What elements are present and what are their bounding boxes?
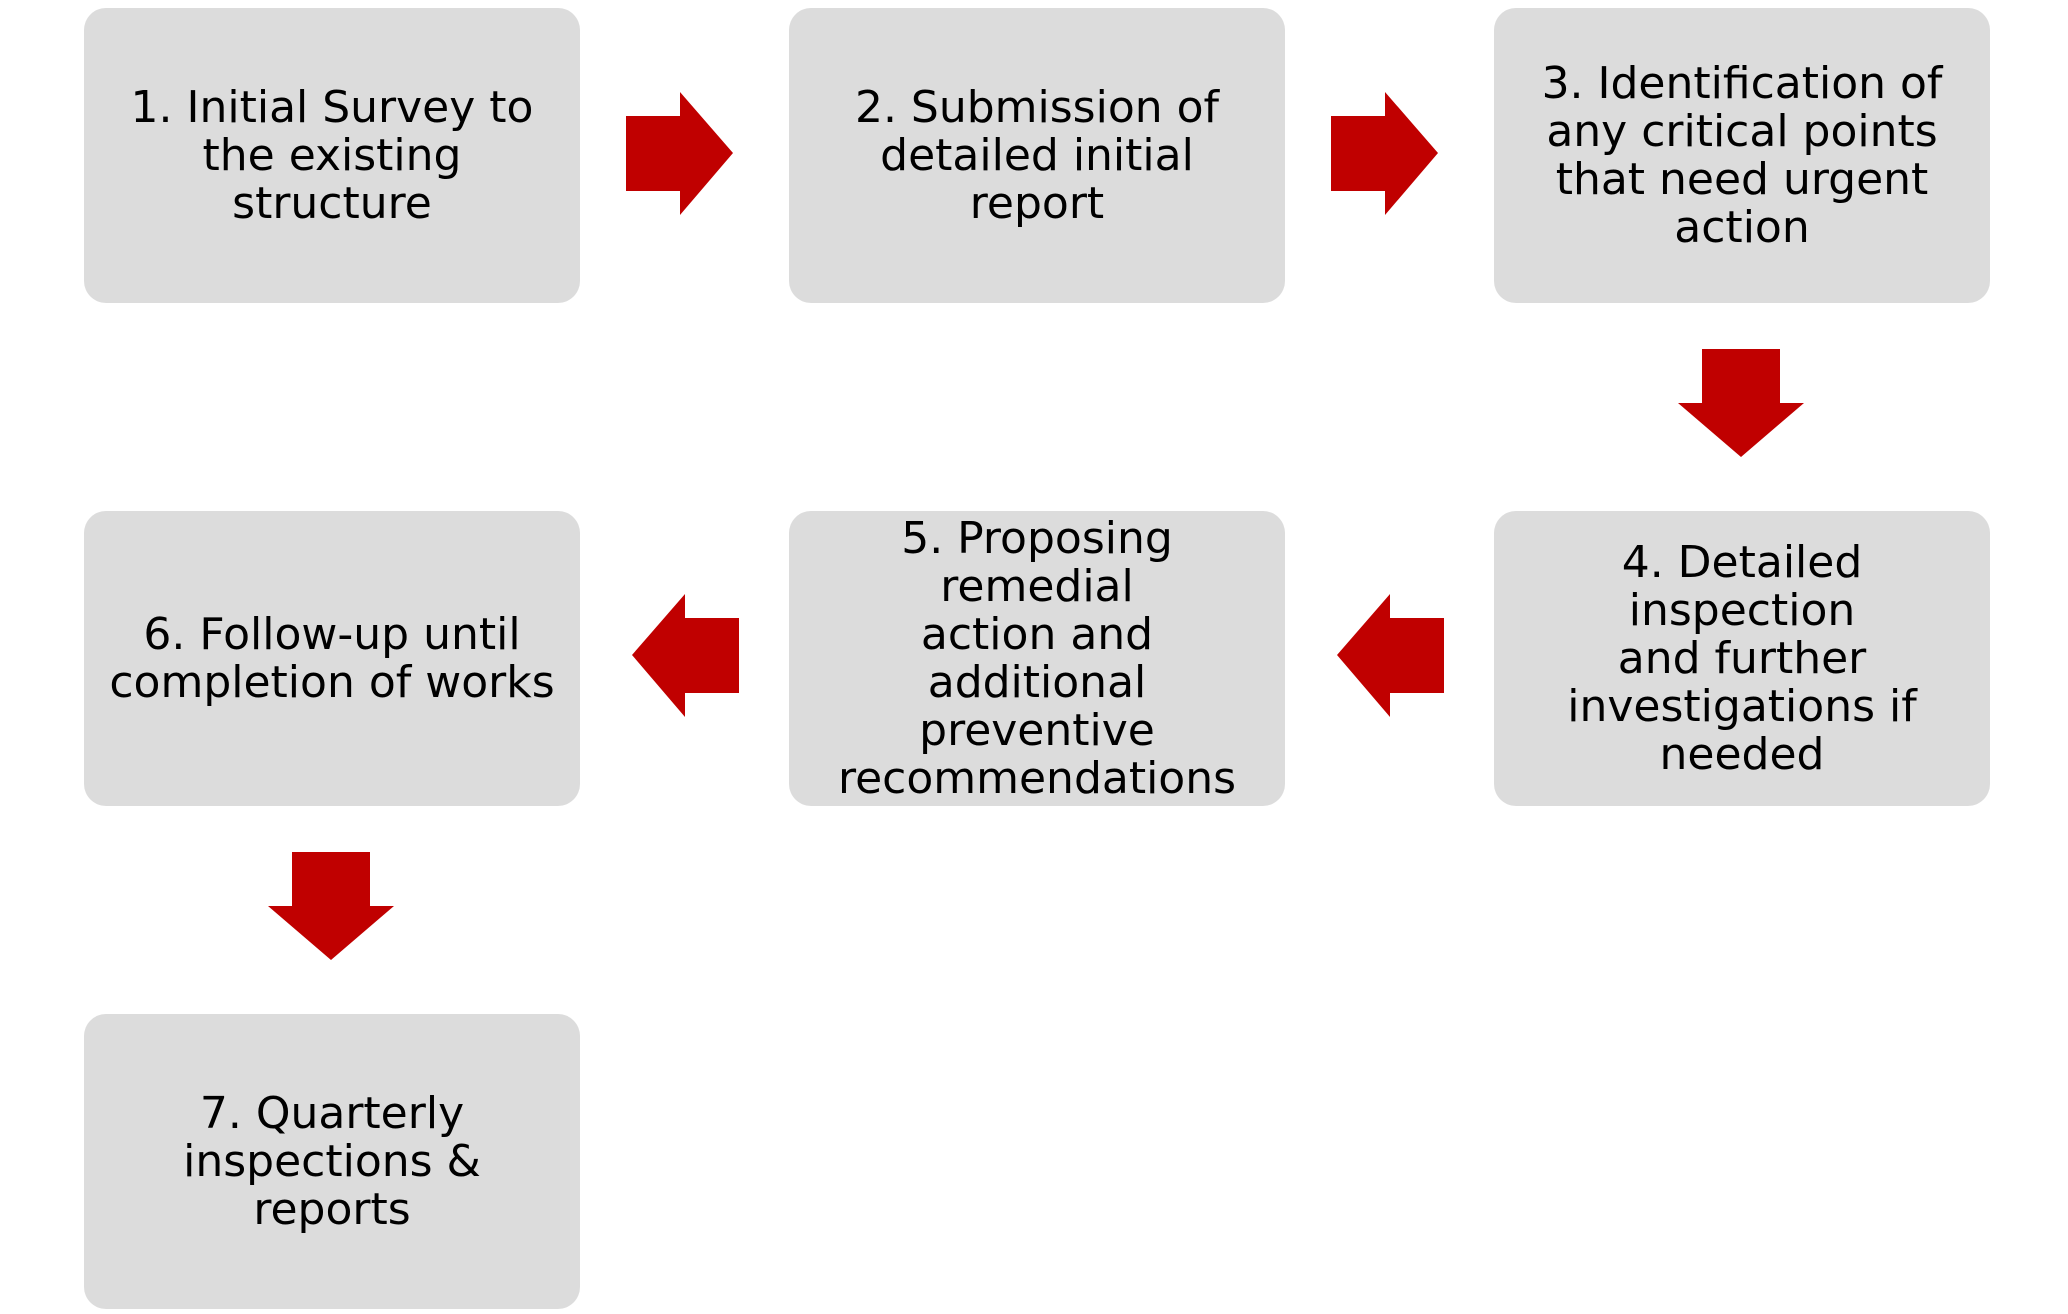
step-label-7: 7. Quarterly inspections & reports [183, 1087, 481, 1235]
step-label-5: 5. Proposing remedial action and additio… [837, 512, 1237, 804]
step-label-1: 1. Initial Survey to the existing struct… [130, 81, 534, 229]
step-box-7: 7. Quarterly inspections & reports [84, 1014, 580, 1309]
step-box-4: 4. Detailed inspection and further inves… [1494, 511, 1990, 806]
step-box-3: 3. Identification of any critical points… [1494, 8, 1990, 303]
step-label-4: 4. Detailed inspection and further inves… [1567, 536, 1917, 780]
step-label-2: 2. Submission of detailed initial report [854, 81, 1220, 229]
step-box-5: 5. Proposing remedial action and additio… [789, 511, 1285, 806]
step-box-6: 6. Follow-up until completion of works [84, 511, 580, 806]
arrow-left-icon [632, 594, 739, 717]
step-label-3: 3. Identification of any critical points… [1541, 57, 1943, 253]
arrow-down-icon [1678, 349, 1804, 457]
arrow-down-icon [268, 852, 394, 960]
step-box-1: 1. Initial Survey to the existing struct… [84, 8, 580, 303]
arrow-right-icon [626, 92, 733, 215]
arrow-left-icon [1337, 594, 1444, 717]
step-label-6: 6. Follow-up until completion of works [109, 608, 555, 708]
step-box-2: 2. Submission of detailed initial report [789, 8, 1285, 303]
arrow-right-icon [1331, 92, 1438, 215]
